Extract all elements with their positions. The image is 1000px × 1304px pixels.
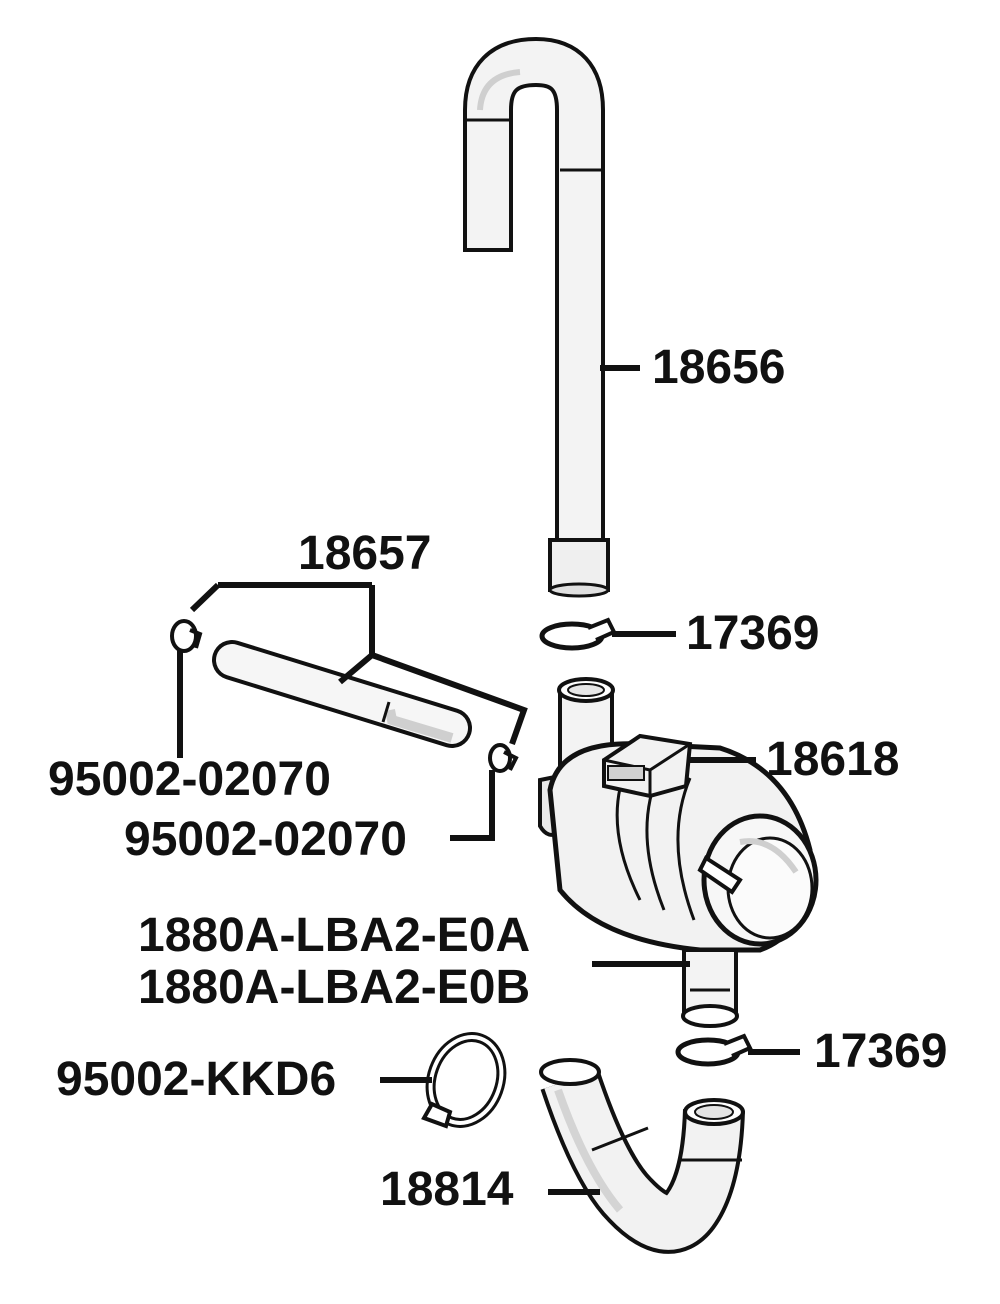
clip-17369-upper	[539, 617, 617, 651]
hose-18814	[539, 1058, 745, 1254]
leader-clip-right	[450, 770, 495, 841]
label-18656: 18656	[652, 341, 786, 394]
label-95002-KKD6: 95002-KKD6	[56, 1053, 337, 1106]
hose-clamp-95002-KKD6	[421, 1032, 507, 1129]
clip-left-95002	[170, 619, 203, 653]
label-18814: 18814	[380, 1163, 514, 1216]
label-1880A-LBA2-E0A: 1880A-LBA2-E0A	[138, 909, 531, 962]
label-17369-upper: 17369	[686, 607, 820, 660]
tube-18657	[212, 640, 472, 748]
clip-17369-lower	[675, 1033, 753, 1067]
canister-18618	[538, 677, 819, 1028]
label-18657: 18657	[298, 527, 432, 580]
label-95002-02070-left: 95002-02070	[48, 753, 331, 806]
leader-lines	[177, 365, 800, 1195]
clip-right-95002	[488, 743, 519, 773]
label-18618: 18618	[766, 733, 900, 786]
label-95002-02070-right: 95002-02070	[124, 813, 407, 866]
leader-18657-bracket	[189, 582, 528, 745]
leader-18657	[338, 585, 375, 685]
hose-18656	[463, 36, 610, 598]
label-17369-lower: 17369	[814, 1025, 948, 1078]
label-1880A-LBA2-E0B: 1880A-LBA2-E0B	[138, 961, 531, 1014]
